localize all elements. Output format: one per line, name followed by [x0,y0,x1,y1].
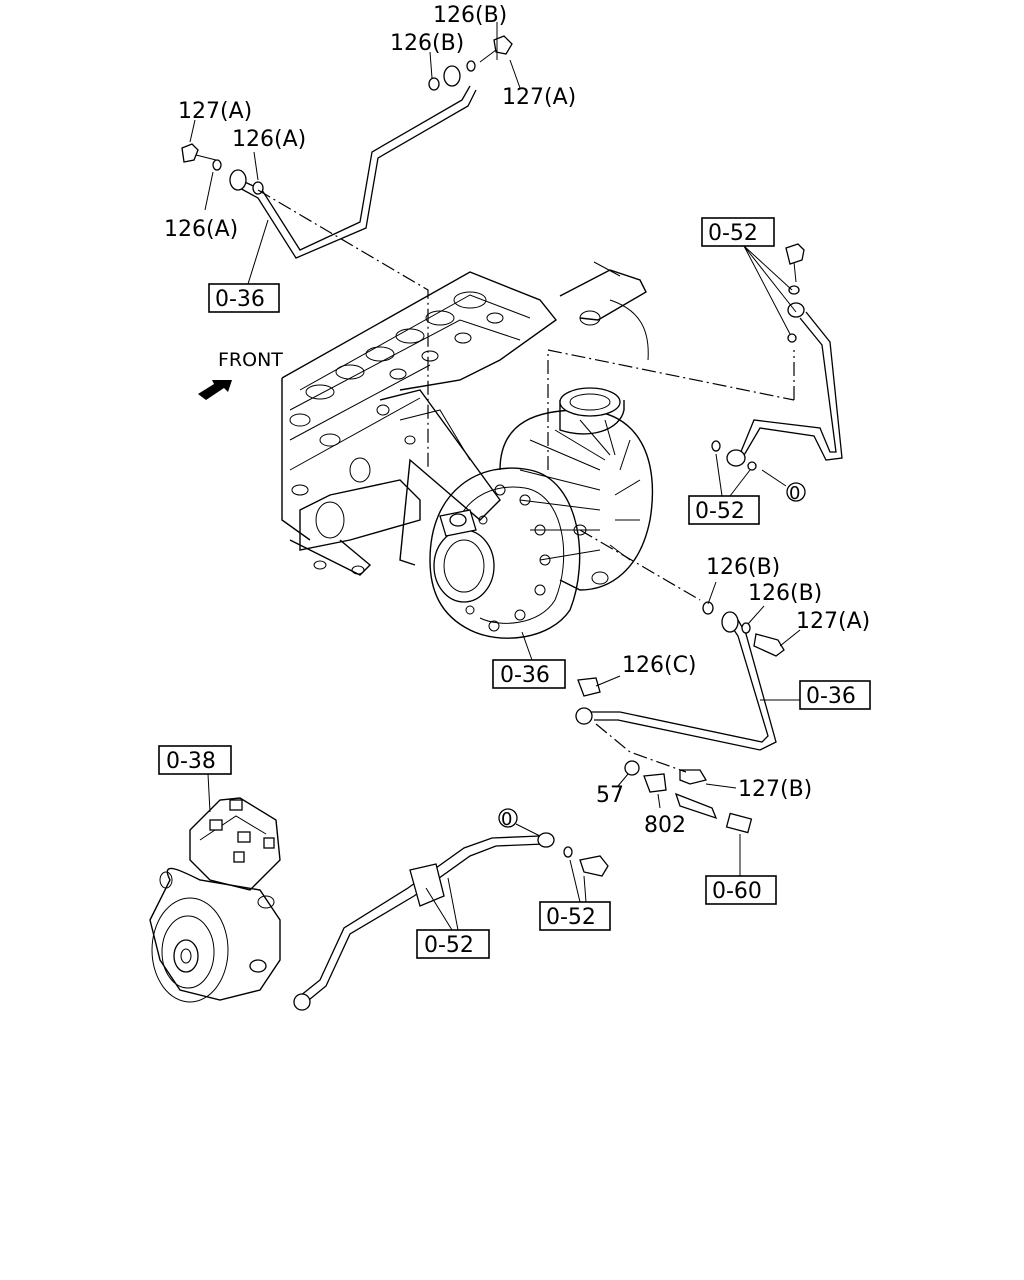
callout-126b-top-1: 126(B) [433,3,507,28]
ref-box-0-52-mid[interactable]: 0-52 [688,495,760,525]
ref-box-0-36-top[interactable]: 0-36 [208,283,280,313]
callout-127b: 127(B) [738,777,812,802]
callout-126b-mid-2: 126(B) [748,581,822,606]
callout-126c: 126(C) [622,653,697,678]
ref-box-0-52-top[interactable]: 0-52 [701,217,775,247]
circle-ref-bottom[interactable]: 0 [498,808,518,830]
right-lower-pipe [575,601,785,834]
ref-box-0-36-right[interactable]: 0-36 [799,680,871,710]
front-indicator: FRONT [198,349,283,400]
top-oil-pipe [181,35,513,259]
front-arrow-icon [198,380,232,400]
ref-box-0-36-center[interactable]: 0-36 [492,659,566,689]
ref-box-0-52-bottom-left[interactable]: 0-52 [416,929,490,959]
ref-0-36-right-label: 0-36 [806,684,856,709]
engine-block [281,261,649,576]
callout-57: 57 [596,783,624,808]
callout-126a-right: 126(A) [232,127,306,152]
callout-126b-top-2: 126(B) [390,31,464,56]
ref-0-60-label: 0-60 [712,879,762,904]
ref-0-52-bottom-right-label: 0-52 [546,905,596,930]
callout-802: 802 [644,813,686,838]
ref-0-36-center-label: 0-36 [500,663,550,688]
ref-box-0-38[interactable]: 0-38 [158,745,232,775]
callout-126a-left: 126(A) [164,217,238,242]
callout-127a-mid: 127(A) [796,609,870,634]
ref-0-52-mid-label: 0-52 [695,499,745,524]
ref-box-0-52-bottom-right[interactable]: 0-52 [539,901,611,931]
circle-ref-right[interactable]: 0 [786,482,806,504]
circle-ref-right-label: 0 [789,483,800,504]
circle-ref-bottom-label: 0 [501,809,512,830]
air-compressor [149,797,281,1003]
front-label: FRONT [218,349,283,371]
right-upper-pipe [711,243,843,471]
callout-127a-top: 127(A) [502,85,576,110]
callout-127a-left: 127(A) [178,99,252,124]
ref-0-36-top-label: 0-36 [215,287,265,312]
ref-0-38-label: 0-38 [166,749,216,774]
ref-box-0-60[interactable]: 0-60 [705,875,777,905]
bottom-pipe [293,832,609,1011]
callout-126b-mid-1: 126(B) [706,555,780,580]
ref-0-52-top-label: 0-52 [708,221,758,246]
turbocharger [429,387,654,639]
ref-0-52-bottom-left-label: 0-52 [424,933,474,958]
